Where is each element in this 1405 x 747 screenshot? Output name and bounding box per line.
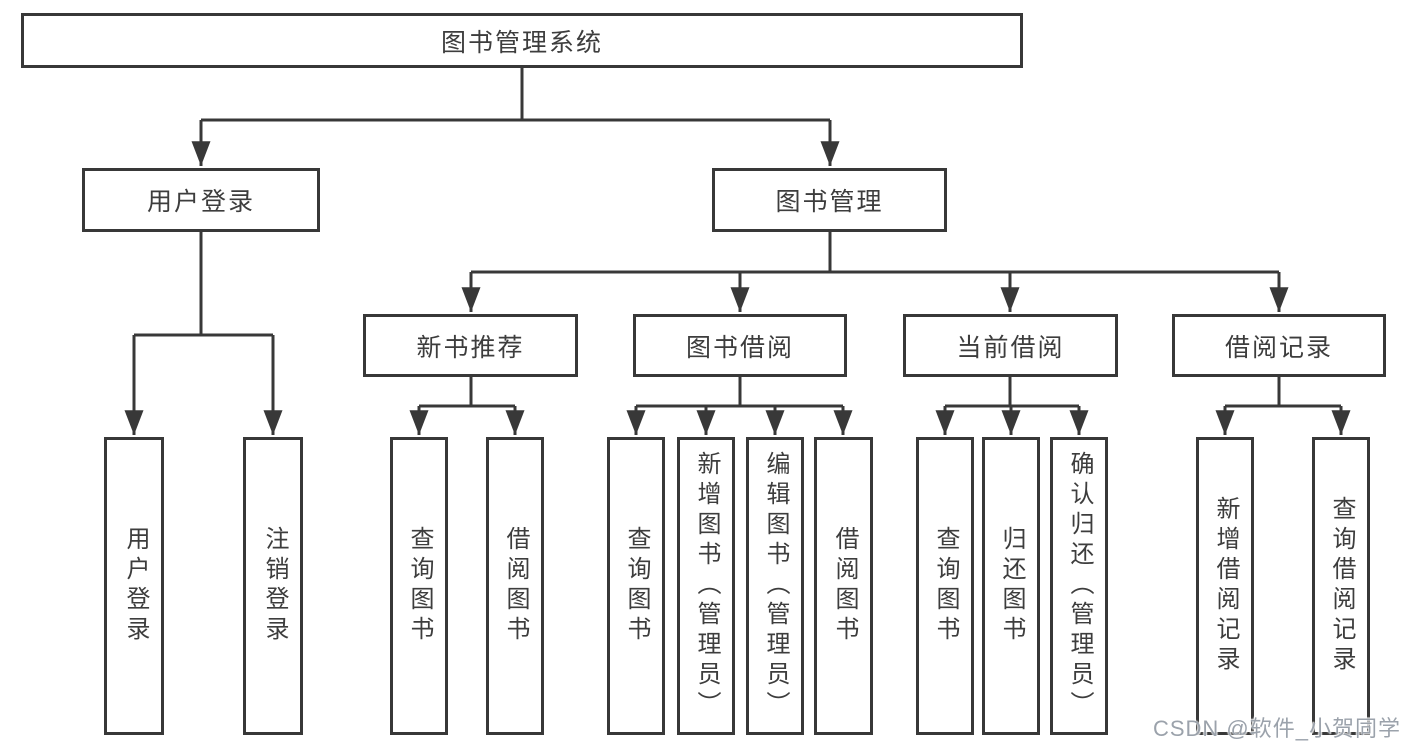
leaf-rec-query-books-label: 查询图书: [406, 526, 433, 646]
leaf-records-query-record-label: 查询借阅记录: [1328, 496, 1355, 676]
leaf-cur-return-books: 归还图书: [982, 437, 1040, 735]
leaf-records-query-record: 查询借阅记录: [1312, 437, 1370, 735]
node-new-book-recommend-label: 新书推荐: [416, 333, 525, 362]
node-borrowing-records-label: 借阅记录: [1224, 333, 1333, 362]
node-book-management: 图书管理: [712, 168, 947, 232]
csdn-watermark: CSDN @软件_小贺同学: [1152, 716, 1401, 741]
leaf-borrow-query-books: 查询图书: [607, 437, 665, 735]
leaf-cur-query-books-label: 查询图书: [932, 526, 959, 646]
leaf-records-add-record: 新增借阅记录: [1196, 437, 1254, 735]
node-current-borrowing-label: 当前借阅: [956, 333, 1065, 362]
leaf-rec-query-books: 查询图书: [390, 437, 448, 735]
leaf-borrow-edit-books: 编辑图书（管理员）: [746, 437, 804, 735]
node-user-login-label: 用户登录: [146, 188, 255, 216]
leaf-user-login: 用户登录: [104, 437, 164, 735]
leaf-user-login-label: 用户登录: [122, 526, 149, 646]
leaf-borrow-add-books: 新增图书（管理员）: [677, 437, 735, 735]
leaf-cur-confirm-return: 确认归还（管理员）: [1050, 437, 1108, 735]
leaf-borrow-query-books-label: 查询图书: [623, 526, 650, 646]
leaf-borrow-edit-books-label: 编辑图书（管理员）: [762, 451, 789, 721]
leaf-cur-return-books-label: 归还图书: [998, 526, 1025, 646]
leaf-logout-label: 注销登录: [261, 526, 288, 646]
node-book-management-label: 图书管理: [775, 188, 884, 216]
node-user-login: 用户登录: [82, 168, 320, 232]
leaf-borrow-borrow-books-label: 借阅图书: [831, 526, 858, 646]
node-new-book-recommend: 新书推荐: [363, 314, 578, 377]
root-node-label: 图书管理系统: [440, 28, 603, 57]
leaf-borrow-add-books-label: 新增图书（管理员）: [693, 451, 720, 721]
node-current-borrowing: 当前借阅: [903, 314, 1118, 377]
root-node: 图书管理系统: [21, 13, 1023, 68]
node-borrowing-records: 借阅记录: [1172, 314, 1386, 377]
leaf-records-add-record-label: 新增借阅记录: [1212, 496, 1239, 676]
leaf-borrow-borrow-books: 借阅图书: [814, 437, 873, 735]
leaf-rec-borrow-books: 借阅图书: [486, 437, 544, 735]
leaf-logout: 注销登录: [243, 437, 303, 735]
leaf-rec-borrow-books-label: 借阅图书: [502, 526, 529, 646]
node-book-borrowing: 图书借阅: [633, 314, 847, 377]
node-book-borrowing-label: 图书借阅: [685, 333, 794, 362]
leaf-cur-confirm-return-label: 确认归还（管理员）: [1066, 451, 1093, 721]
leaf-cur-query-books: 查询图书: [916, 437, 974, 735]
